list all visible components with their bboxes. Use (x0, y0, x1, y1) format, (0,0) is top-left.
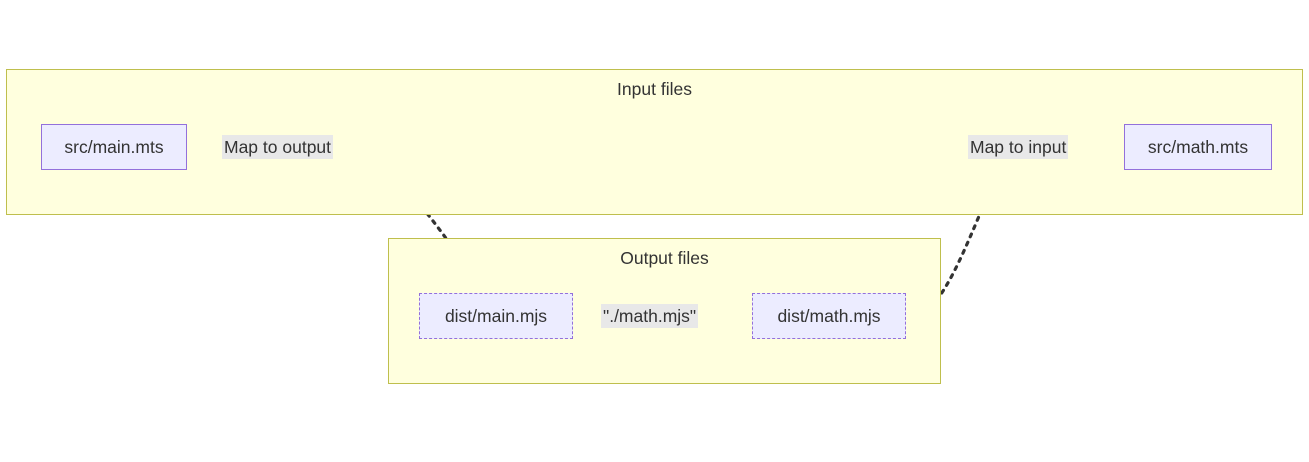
cluster-input-files-title: Input files (617, 79, 692, 99)
edge-label-math-mjs-import: "./math.mjs" (601, 304, 699, 328)
cluster-output-files-title: Output files (620, 248, 709, 268)
node-dist-math-mjs[interactable]: dist/math.mjs (752, 293, 906, 339)
node-src-main-mts[interactable]: src/main.mts (41, 124, 187, 170)
cluster-input-files: Input files (6, 69, 1303, 215)
node-src-math-mts[interactable]: src/math.mts (1124, 124, 1272, 170)
node-dist-main-mjs[interactable]: dist/main.mjs (419, 293, 573, 339)
edge-label-map-to-output: Map to output (222, 135, 334, 159)
edge-label-map-to-input: Map to input (968, 135, 1069, 159)
